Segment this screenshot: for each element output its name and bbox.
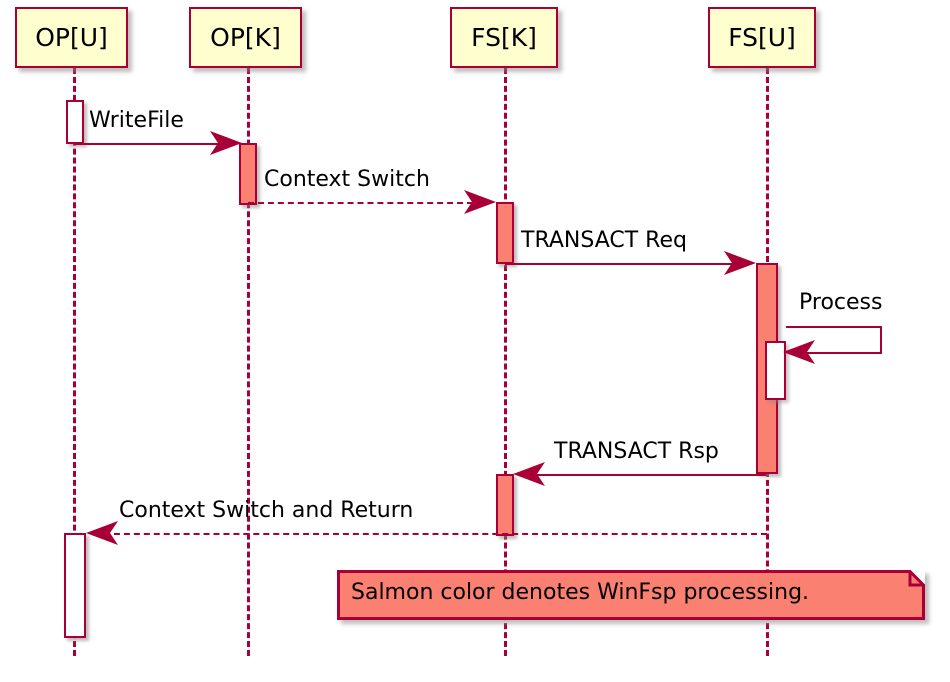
- message-label-context-switch: Context Switch: [264, 167, 430, 192]
- arrowhead-context-switch: [462, 189, 496, 215]
- message-line-writefile: [74, 143, 222, 145]
- participant-fs-u[interactable]: FS[U]: [708, 7, 816, 68]
- activation-op-k: [239, 143, 257, 205]
- lifeline-op-k: [247, 68, 250, 656]
- message-line-context-switch: [248, 202, 473, 204]
- activation-op-u-first: [66, 100, 84, 144]
- arrowhead-transact-rsp: [513, 461, 547, 487]
- message-label-context-return: Context Switch and Return: [119, 498, 414, 523]
- activation-fs-k-request: [496, 202, 514, 264]
- lifeline-fs-k: [504, 68, 507, 656]
- participant-op-k[interactable]: OP[K]: [189, 7, 302, 68]
- activation-op-u-return: [64, 533, 86, 638]
- activation-fs-k-response: [496, 474, 514, 536]
- participant-fs-k[interactable]: FS[K]: [450, 7, 558, 68]
- arrowhead-transact-req: [722, 250, 756, 276]
- arrowhead-writefile: [208, 130, 242, 156]
- message-line-transact-req: [505, 263, 733, 265]
- message-label-writefile: WriteFile: [89, 108, 184, 133]
- message-label-transact-rsp: TRANSACT Rsp: [554, 439, 719, 464]
- note-text: Salmon color denotes WinFsp processing.: [351, 580, 810, 605]
- message-line-process-bottom: [800, 352, 882, 354]
- message-label-process: Process: [799, 290, 883, 315]
- lifeline-op-u: [73, 68, 76, 656]
- participant-op-u[interactable]: OP[U]: [15, 7, 128, 68]
- message-line-transact-rsp: [530, 474, 766, 476]
- note-salmon-legend: [337, 570, 925, 620]
- message-line-process-top: [786, 326, 882, 328]
- message-line-process-right: [880, 326, 882, 353]
- message-label-transact-req: TRANSACT Req: [521, 228, 687, 253]
- message-line-context-return: [104, 533, 767, 535]
- arrowhead-context-return: [86, 520, 120, 546]
- arrowhead-process: [783, 339, 817, 365]
- activation-fs-u-process-nested: [765, 341, 786, 400]
